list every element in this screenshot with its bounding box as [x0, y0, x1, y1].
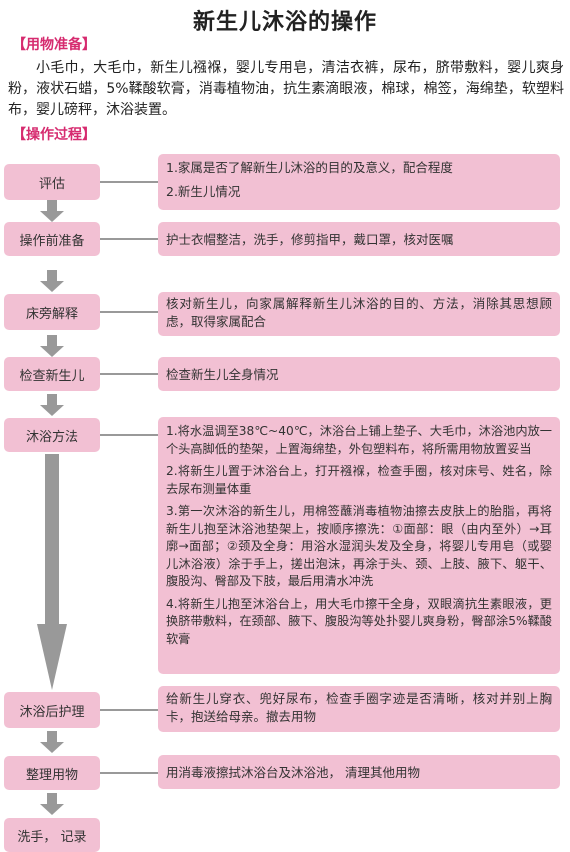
materials-text: 小毛巾，大毛巾，新生儿襁褓，婴儿专用皂，清洁衣裤，尿布，脐带敷料，婴儿爽身粉，液… [8, 60, 564, 118]
step-check-newborn: 检查新生儿 [4, 357, 100, 391]
process-heading: 【操作过程】 [12, 127, 96, 143]
down-arrow-icon [40, 200, 64, 222]
desc-preparation-text: 护士衣帽整洁，洗手，修剪指甲，戴口罩，核对医嘱 [166, 231, 454, 247]
connector-line [100, 709, 158, 711]
step-bath-method: 沐浴方法 [4, 418, 100, 452]
desc-bath-method-item: 4.将新生儿抱至沐浴台上，用大毛巾擦干全身，双眼滴抗生素眼液，更换脐带敷料，在颈… [166, 596, 552, 646]
materials-heading: 【用物准备】 [12, 37, 96, 53]
desc-assess: 1.家属是否了解新生儿沐浴的目的及意义，配合程度 2.新生儿情况 [158, 154, 560, 210]
connector-line [100, 311, 158, 313]
desc-tidy-up-text: 用消毒液擦拭沐浴台及沐浴池， 清理其他用物 [166, 764, 420, 780]
step-preparation: 操作前准备 [4, 222, 100, 256]
desc-bath-method-item: 3.第一次沐浴的新生儿，用棉签蘸消毒植物油擦去皮肤上的胎脂，再将新生儿抱至沐浴池… [166, 504, 552, 588]
desc-after-care-text: 给新生儿穿衣、兜好尿布，检查手圈字迹是否清晰，核对并别上胸卡，抱送给母亲。撤去用… [166, 691, 552, 724]
desc-check-newborn: 检查新生儿全身情况 [158, 357, 560, 391]
connector-line [100, 373, 158, 375]
connector-line [100, 772, 158, 774]
desc-bath-method-item: 1.将水温调至38℃~40℃，沐浴台上铺上垫子、大毛巾，沐浴池内放一个头高脚低的… [166, 424, 552, 456]
desc-bedside-explain-text: 核对新生儿，向家属解释新生儿沐浴的目的、方法，消除其思想顾虑，取得家属配合 [166, 296, 552, 329]
connector-line [100, 238, 158, 240]
long-down-arrow-icon [37, 454, 67, 690]
step-tidy-up: 整理用物 [4, 756, 100, 790]
down-arrow-icon [40, 335, 64, 357]
desc-bath-method-item: 2.将新生儿置于沐浴台上，打开襁褓，检查手圈，核对床号、姓名，除去尿布测量体重 [166, 464, 552, 496]
page-title: 新生儿沐浴的操作 [192, 10, 377, 35]
desc-after-care: 给新生儿穿衣、兜好尿布，检查手圈字迹是否清晰，核对并别上胸卡，抱送给母亲。撤去用… [158, 686, 560, 732]
desc-bath-method: 1.将水温调至38℃~40℃，沐浴台上铺上垫子、大毛巾，沐浴池内放一个头高脚低的… [158, 417, 560, 674]
down-arrow-icon [40, 394, 64, 416]
connector-line [100, 434, 158, 436]
desc-preparation: 护士衣帽整洁，洗手，修剪指甲，戴口罩，核对医嘱 [158, 222, 560, 256]
desc-assess-item: 2.新生儿情况 [166, 184, 241, 199]
step-bedside-explain: 床旁解释 [4, 294, 100, 330]
connector-line [100, 181, 158, 183]
desc-tidy-up: 用消毒液擦拭沐浴台及沐浴池， 清理其他用物 [158, 755, 560, 789]
desc-bedside-explain: 核对新生儿，向家属解释新生儿沐浴的目的、方法，消除其思想顾虑，取得家属配合 [158, 292, 560, 336]
desc-check-newborn-text: 检查新生儿全身情况 [166, 366, 279, 382]
step-wash-record: 洗手， 记录 [4, 818, 100, 852]
down-arrow-icon [40, 731, 64, 753]
down-arrow-icon [40, 270, 64, 292]
down-arrow-icon [40, 793, 64, 815]
step-assess: 评估 [4, 164, 100, 200]
step-after-care: 沐浴后护理 [4, 692, 100, 728]
desc-assess-item: 1.家属是否了解新生儿沐浴的目的及意义，配合程度 [166, 160, 453, 175]
